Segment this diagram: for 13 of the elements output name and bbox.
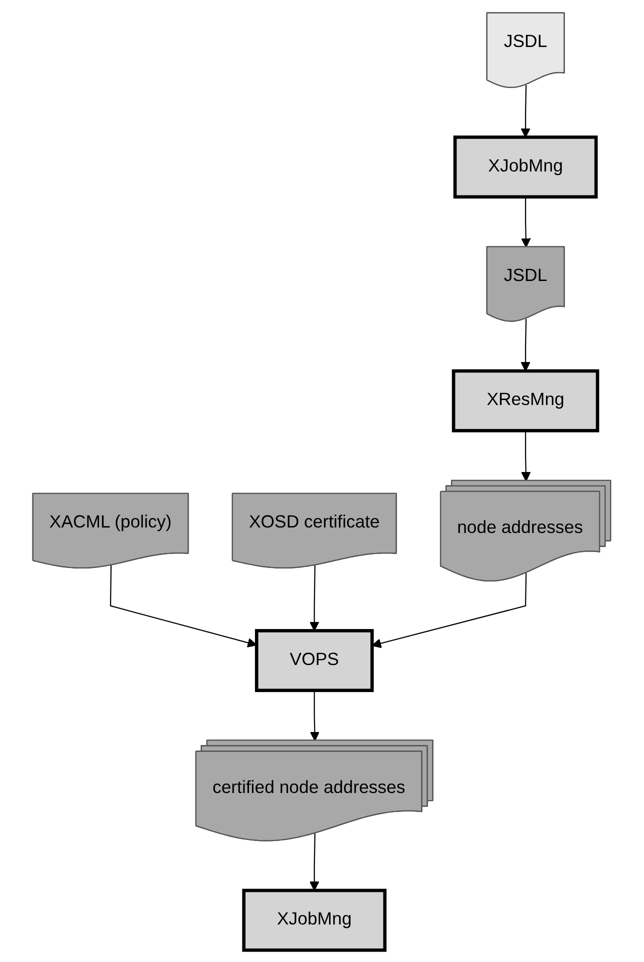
- arrow: [310, 690, 320, 741]
- node-box: XJobMng: [454, 135, 598, 198]
- arrow: [520, 318, 531, 371]
- arrow: [310, 564, 320, 631]
- arrow: [521, 196, 532, 248]
- node-box: XJobMng: [242, 888, 387, 952]
- arrow: [521, 430, 532, 481]
- node-box: XResMng: [452, 368, 600, 432]
- arrow: [310, 833, 320, 890]
- node-box: VOPS: [255, 628, 374, 692]
- arrow: [372, 572, 527, 648]
- arrow: [110, 564, 258, 647]
- arrow: [520, 84, 531, 138]
